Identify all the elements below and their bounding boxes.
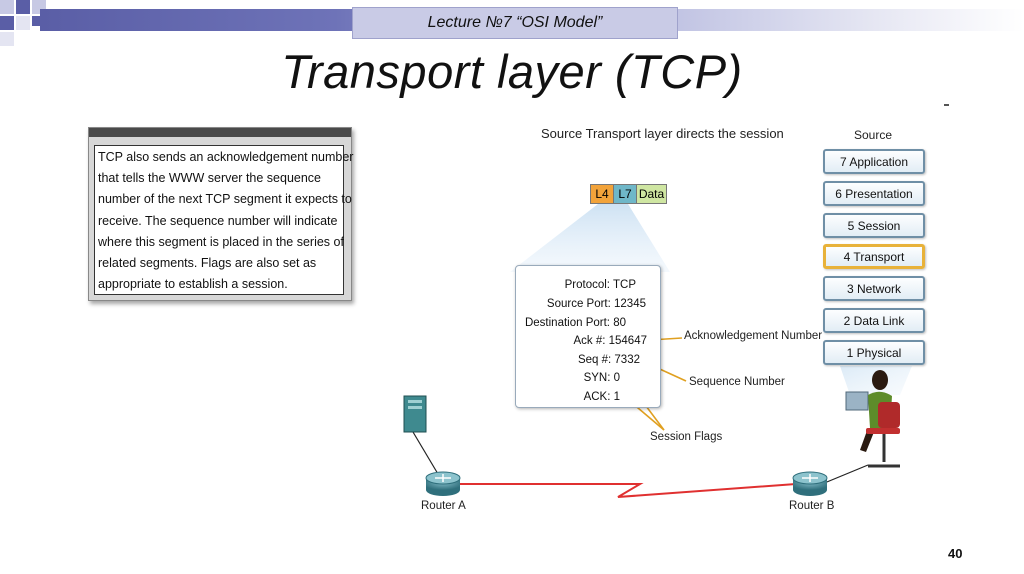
pdu-data: Data — [636, 184, 667, 204]
sequence-number-annotation: Sequence Number — [689, 376, 785, 388]
page-title: Transport layer (TCP) — [281, 45, 743, 98]
slide-number: 40 — [948, 546, 963, 561]
server-link — [412, 431, 439, 475]
layer-presentation: 6 Presentation — [823, 181, 925, 206]
ack-number-annotation: Acknowledgement Number — [684, 330, 823, 342]
layer-network: 3 Network — [823, 276, 925, 301]
explanation-panel: TCP also sends an acknowledgement number… — [88, 127, 354, 301]
corner-squares-graphic — [0, 0, 46, 46]
layer-transport: 4 Transport — [823, 244, 925, 269]
pdu-beam — [510, 204, 670, 272]
router-b-label: Router B — [789, 500, 835, 512]
layer-physical: 1 Physical — [823, 340, 925, 365]
protocol-field: Protocol: TCP — [564, 279, 636, 291]
panel-header-bar — [89, 128, 351, 137]
lecture-label: Lecture №7 “OSI Model” — [352, 7, 678, 39]
router-a-label: Router A — [421, 500, 466, 512]
tcp-header-box: Protocol: TCP Source Port: 12345 Destina… — [515, 265, 661, 408]
session-flags-annotation: Session Flags — [650, 431, 723, 443]
source-port-field: Source Port: 12345 — [546, 298, 646, 310]
router-b-icon — [792, 471, 828, 496]
router-a-icon — [425, 471, 461, 496]
ack-flag-field: ACK: 1 — [583, 391, 620, 403]
layer-session: 5 Session — [823, 213, 925, 238]
explanation-line: number of the next TCP segment it expect… — [98, 192, 352, 207]
pdu-l7: L7 — [613, 184, 637, 204]
explanation-line: TCP also sends an acknowledgement number — [98, 150, 354, 164]
seq-number-field: Seq #: 7332 — [577, 354, 640, 366]
server-icon — [403, 395, 427, 433]
corner-decoration — [0, 0, 60, 48]
pdu-l4: L4 — [590, 184, 614, 204]
small-dash — [944, 104, 949, 106]
explanation-line: where this segment is placed in the seri… — [98, 234, 344, 249]
destination-port-field: Destination Port: 80 — [524, 317, 626, 329]
layer-application: 7 Application — [823, 149, 925, 174]
explanation-line: that tells the WWW server the sequence — [98, 171, 322, 186]
user-link — [821, 464, 869, 485]
explanation-text: TCP also sends an acknowledgement number… — [94, 145, 354, 295]
explanation-line: appropriate to establish a session. — [98, 277, 288, 292]
layer-data-link: 2 Data Link — [823, 308, 925, 333]
source-label: Source — [854, 128, 893, 142]
explanation-line: receive. The sequence number will indica… — [98, 213, 338, 228]
wan-link — [458, 483, 797, 498]
diagram-title: Source Transport layer directs the sessi… — [541, 126, 784, 141]
explanation-line: related segments. Flags are also set as — [98, 256, 317, 271]
user-icon — [845, 370, 900, 468]
ack-number-field: Ack #: 154647 — [573, 335, 647, 347]
syn-flag-field: SYN: 0 — [583, 372, 620, 384]
